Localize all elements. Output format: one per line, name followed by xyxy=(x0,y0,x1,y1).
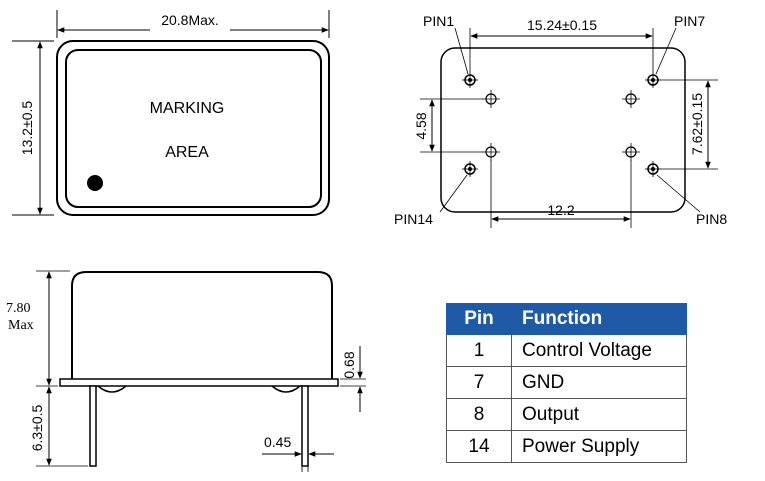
marking-text-line1: MARKING xyxy=(150,100,225,117)
ref-hole-bottom-left xyxy=(482,143,500,161)
pin1-hole xyxy=(462,72,478,88)
side-view: 7.80 Max 6.3±0.5 0.68 0.45 xyxy=(6,270,366,472)
pin8-hole xyxy=(645,161,661,177)
pin7-hole xyxy=(645,72,661,88)
package-inner-outline xyxy=(65,49,322,208)
pin14-leader xyxy=(439,174,468,213)
bottom-spacing-label: 12.2 xyxy=(547,202,574,218)
pin1-label: PIN1 xyxy=(423,13,454,29)
package-base-plate xyxy=(59,378,339,387)
table-row: 14 Power Supply xyxy=(446,430,687,463)
package-body-side xyxy=(71,271,333,379)
pin8-label: PIN8 xyxy=(696,211,727,227)
body-height-label-line1: 7.80 xyxy=(6,301,31,316)
pin8-leader xyxy=(656,174,701,213)
standoff-right xyxy=(271,385,301,393)
base-thickness-label: 0.68 xyxy=(341,351,357,378)
header-pin: Pin xyxy=(446,303,512,335)
lead-width-label: 0.45 xyxy=(264,434,291,450)
pin1-leader xyxy=(454,27,469,75)
body-height-label-line2: Max xyxy=(8,318,34,333)
pin1-indicator-dot xyxy=(87,175,103,191)
right-spacing-label: 7.62±0.15 xyxy=(689,93,705,155)
table-header-row: Pin Function xyxy=(446,303,687,335)
left-spacing-label: 4.58 xyxy=(413,112,429,139)
marking-text-line2: AREA xyxy=(165,144,209,161)
lead-left xyxy=(89,385,97,467)
top-spacing-label: 15.24±0.15 xyxy=(527,17,597,33)
pin14-label: PIN14 xyxy=(394,211,433,227)
pin-view: 15.24±0.15 12.2 4.58 7.62±0.15 PIN1 PIN7… xyxy=(394,13,727,228)
cell-function: GND xyxy=(511,366,687,399)
cell-pin: 8 xyxy=(446,398,512,431)
table-row: 8 Output xyxy=(446,398,687,431)
pin-function-table: Pin Function 1 Control Voltage 7 GND 8 O… xyxy=(446,303,687,463)
top-view: MARKING AREA 20.8Max. 13.2±0.5 xyxy=(12,10,330,216)
width-dim-label: 20.8Max. xyxy=(161,12,219,28)
table-row: 7 GND xyxy=(446,366,687,399)
cell-pin: 14 xyxy=(446,430,512,463)
cell-function: Output xyxy=(511,398,687,431)
pin7-label: PIN7 xyxy=(674,13,705,29)
package-outline xyxy=(56,40,330,216)
ref-hole-top-left xyxy=(482,90,500,108)
header-function: Function xyxy=(511,303,687,335)
table-row: 1 Control Voltage xyxy=(446,334,687,367)
ref-hole-top-right xyxy=(622,90,640,108)
pin14-hole xyxy=(462,161,478,177)
height-dim-label: 13.2±0.5 xyxy=(19,101,35,156)
ref-hole-bottom-right xyxy=(622,143,640,161)
standoff-left xyxy=(97,385,127,393)
lead-right xyxy=(301,385,309,467)
cell-pin: 7 xyxy=(446,366,512,399)
pin7-leader xyxy=(655,27,677,75)
cell-function: Power Supply xyxy=(511,430,687,463)
cell-pin: 1 xyxy=(446,334,512,367)
lead-length-label: 6.3±0.5 xyxy=(29,404,45,451)
cell-function: Control Voltage xyxy=(511,334,687,367)
pin-view-outline xyxy=(440,47,686,213)
